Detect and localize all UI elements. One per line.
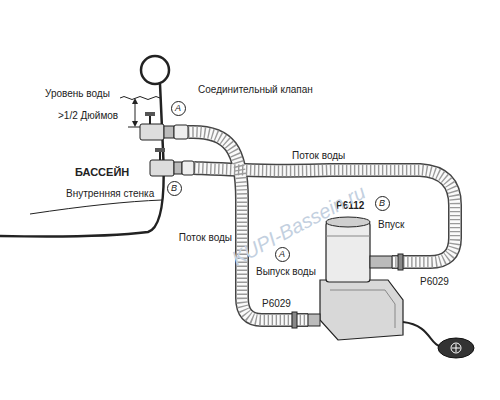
p6029-coupling [292,254,403,328]
callout-letter: B [379,198,385,208]
part-number: P6029 [262,298,291,310]
inlet-label: Впуск [378,219,404,231]
flow-label: Поток воды [179,232,232,244]
dimension-label: >1/2 Дюймов [58,110,118,122]
water-level-label: Уровень воды [45,88,110,100]
wall-label: Внутренняя стенка [66,188,154,200]
outlet-label: Выпуск воды [256,266,316,278]
water-level-line [120,97,160,100]
dimension-arrow [135,101,136,124]
callout-letter: B [171,183,177,193]
connector-valve-lower [150,148,194,176]
callout-circle: B [375,196,390,211]
top-rail [141,56,169,84]
flow-label: Поток воды [292,150,345,162]
pool-label: БАССЕЙН [75,166,129,178]
pool-wall [0,84,164,237]
callout-circle: A [171,101,186,116]
callout-circle: B [167,181,182,196]
callout-letter: A [175,103,181,113]
filter-pump [308,217,474,358]
inner-wall-line [30,200,162,214]
callout-circle: A [275,247,290,262]
part-label: Соединительный клапан [198,84,313,96]
connector-valve-upper [140,112,188,140]
callout-letter: A [279,249,285,259]
part-number: P6029 [420,276,449,288]
